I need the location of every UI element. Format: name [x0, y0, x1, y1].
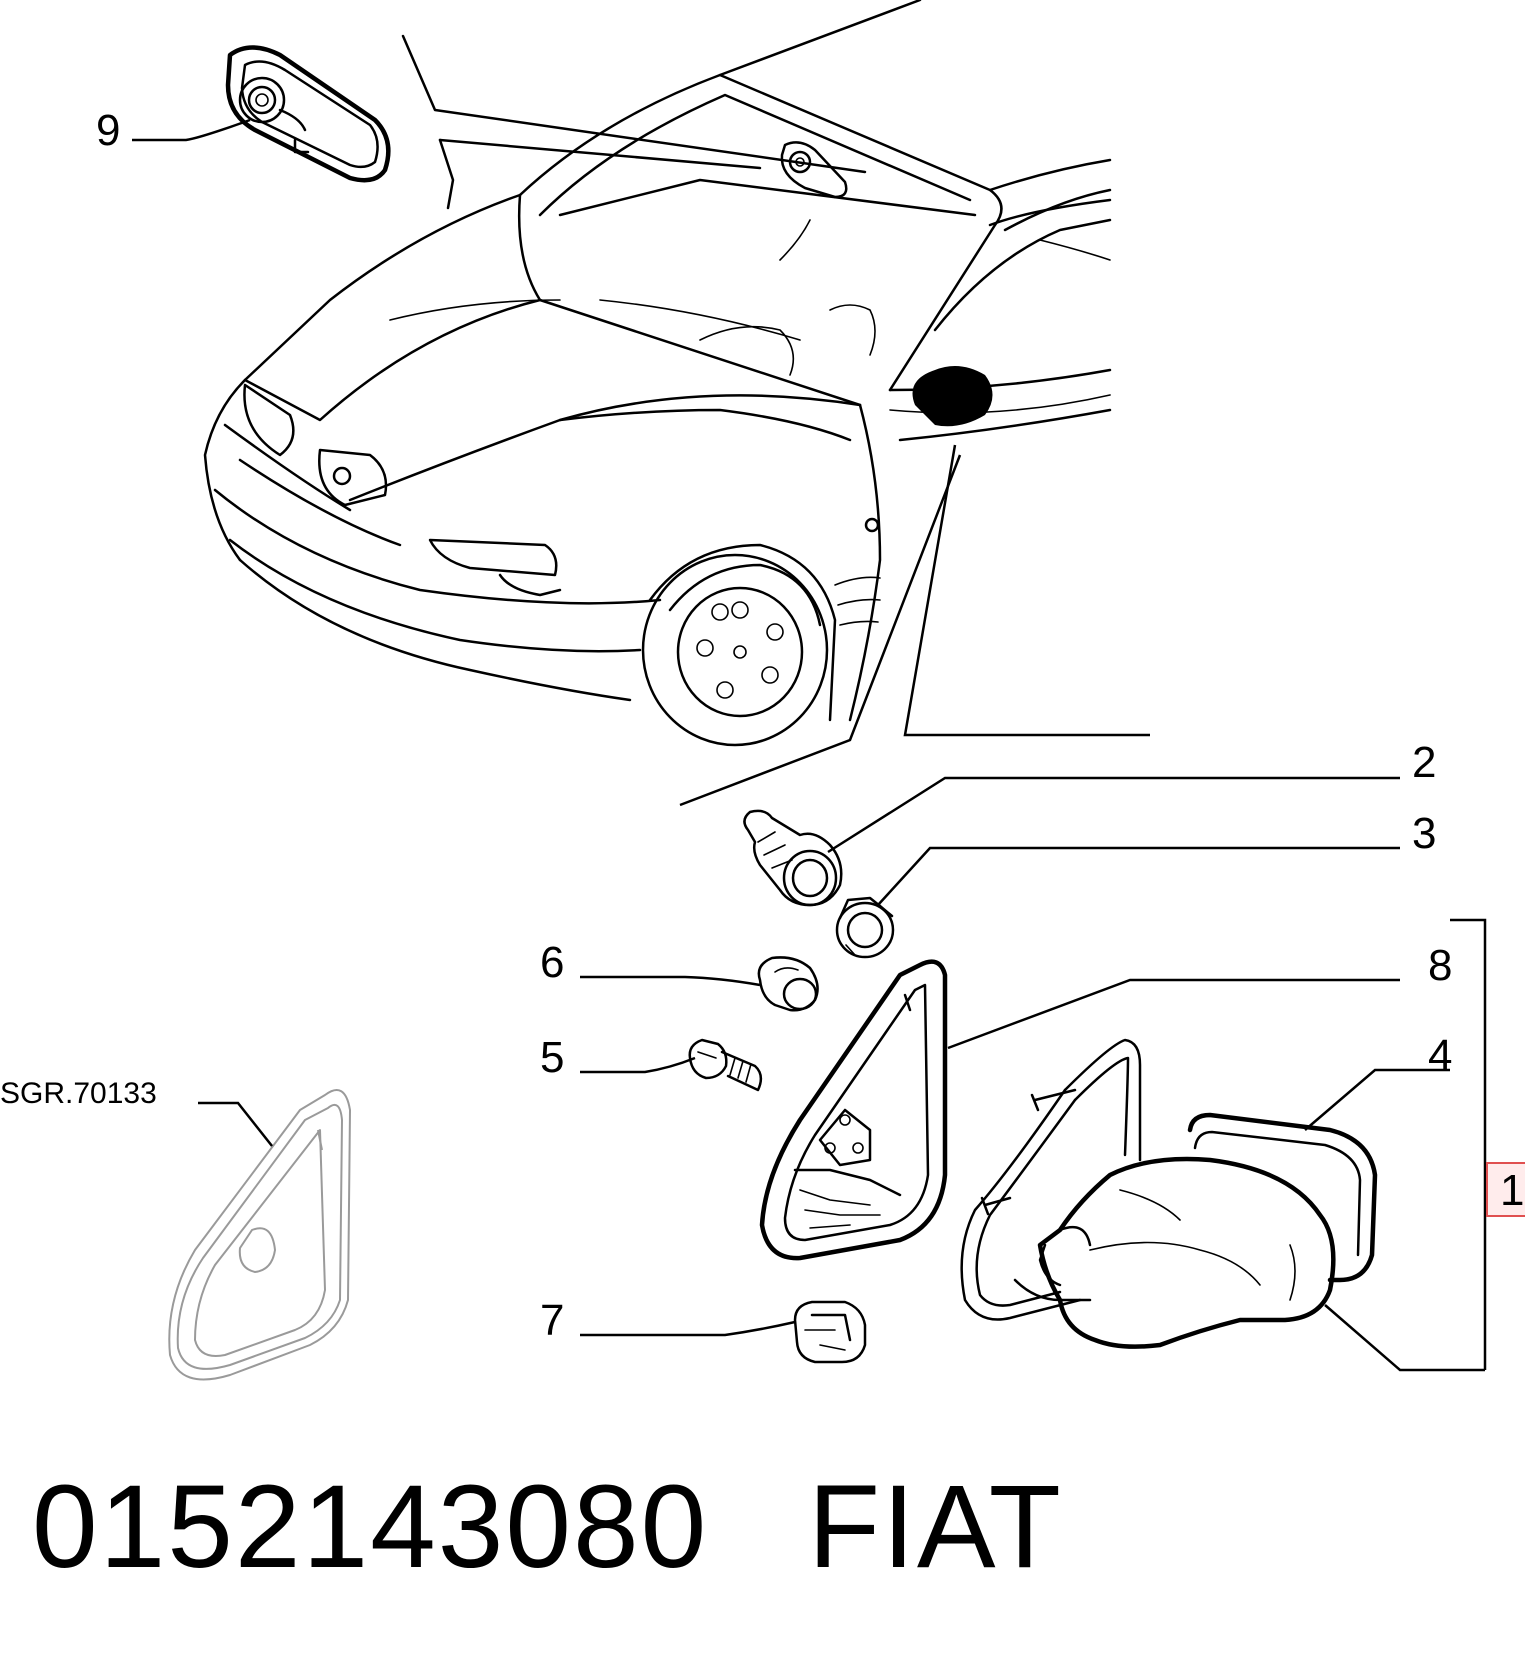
callout-1: 1 [1500, 1166, 1524, 1215]
reference-ghost-part [168, 1089, 351, 1381]
callout-8: 8 [1428, 941, 1452, 990]
callout-1-marker[interactable]: 1 [1486, 1162, 1525, 1217]
mirror-glass-part [1187, 1112, 1378, 1283]
door-mirror-mark [912, 366, 993, 427]
callout-2: 2 [1412, 738, 1436, 787]
callout-6: 6 [540, 938, 564, 987]
triangle-cover-part [759, 959, 948, 1261]
callout-7: 7 [540, 1296, 564, 1345]
windshield-mirror-mark [780, 141, 848, 199]
clip-part [793, 1300, 867, 1364]
callout-3: 3 [1412, 809, 1436, 858]
car-illustration [203, 0, 1112, 747]
screw-part [688, 1038, 763, 1092]
clip-ring-part [835, 896, 895, 959]
mirror-housing-part [960, 1038, 1336, 1349]
grommet-part [743, 809, 843, 907]
brand-name: FIAT [808, 1461, 1063, 1593]
part-number: 0152143080 [32, 1461, 708, 1593]
sgr-reference-label: SGR.70133 [0, 1077, 157, 1110]
callout-4: 4 [1428, 1031, 1452, 1080]
callout-5: 5 [540, 1033, 564, 1082]
rearview-mirror-part [225, 45, 391, 183]
callout-9: 9 [96, 106, 120, 155]
bushing-part [757, 956, 819, 1012]
